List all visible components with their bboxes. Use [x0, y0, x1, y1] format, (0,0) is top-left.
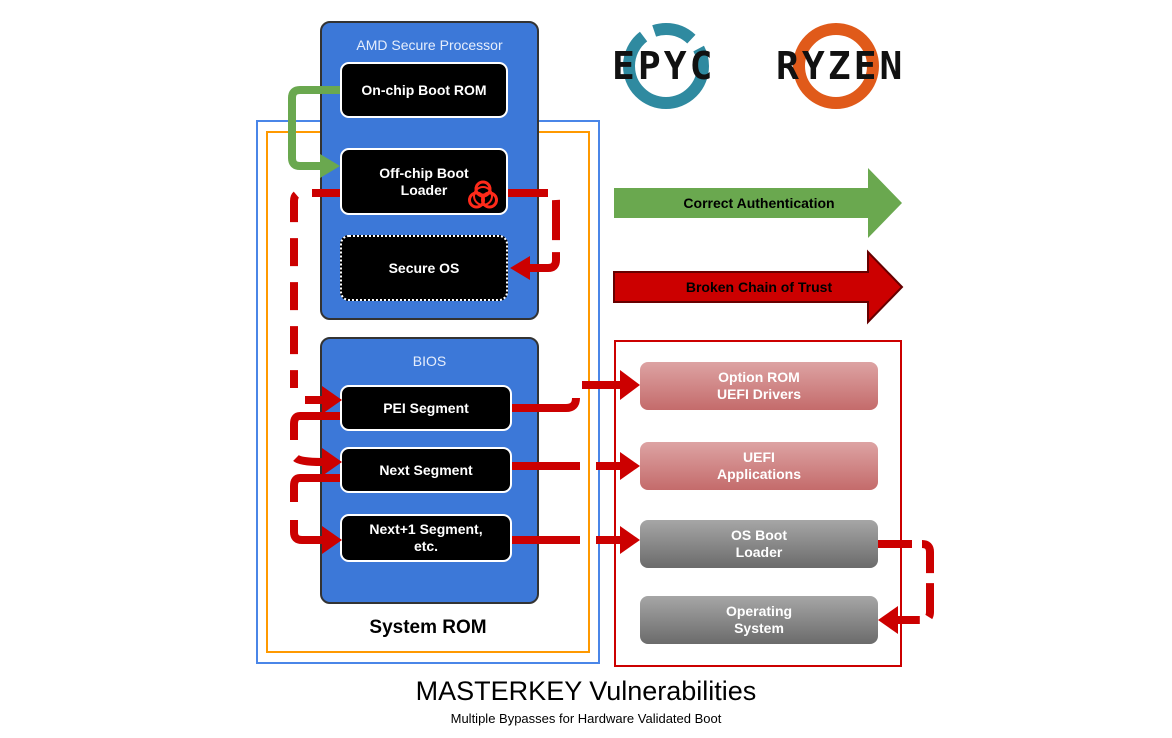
legend-correct-arrow	[614, 168, 902, 238]
operating-system-line2: System	[734, 620, 784, 636]
uefi-apps-line1: UEFI	[743, 449, 775, 465]
red-arrowhead-next	[322, 448, 342, 476]
red-connector-next1-in	[290, 520, 322, 544]
diagram-title: MASTERKEY Vulnerabilities	[415, 676, 757, 706]
biohazard-icon	[466, 178, 500, 212]
red-connector-pei-to-next	[290, 412, 340, 440]
off-chip-boot-loader-label: Off-chip Boot Loader	[379, 164, 469, 198]
red-arrowhead-os-loader	[620, 526, 640, 554]
red-dashed-connector-left	[290, 189, 340, 388]
red-connector-next-in	[293, 454, 323, 466]
system-rom-label: System ROM	[369, 617, 487, 638]
secure-os-block: Secure OS	[340, 235, 508, 301]
os-boot-loader-line1: OS Boot	[731, 527, 787, 543]
red-connector-pei-to-option-rom	[512, 397, 580, 412]
red-arrowhead-secure-os	[510, 256, 530, 280]
option-rom-line2: UEFI Drivers	[716, 386, 802, 402]
legend-broken-arrow	[613, 249, 904, 325]
next-plus-one-segment-block: Next+1 Segment, etc.	[340, 514, 512, 562]
os-boot-loader-line2: Loader	[735, 544, 783, 560]
epyc-logo-ring	[623, 23, 709, 109]
untrusted-components-panel	[614, 340, 902, 667]
diagram-subtitle: Multiple Bypasses for Hardware Validated…	[450, 711, 722, 726]
green-arrowhead	[320, 154, 340, 178]
red-arrowhead-os	[878, 606, 898, 634]
operating-system-line1: Operating	[725, 603, 793, 619]
on-chip-boot-rom-block: On-chip Boot ROM	[340, 62, 508, 118]
red-connector-loader-to-os	[878, 540, 934, 624]
red-arrowhead-next1	[322, 526, 342, 554]
bios-title: BIOS	[412, 353, 447, 369]
red-arrowhead-uefi-apps	[620, 452, 640, 480]
uefi-apps-line2: Applications	[716, 466, 801, 482]
ryzen-logo: RYZEN	[776, 44, 906, 88]
red-connector-next-to-next1	[290, 474, 340, 502]
green-connector	[288, 86, 340, 170]
pei-segment-block: PEI Segment	[340, 385, 512, 431]
next-segment-block: Next Segment	[340, 447, 512, 493]
ryzen-logo-ring	[793, 23, 879, 109]
legend-correct-label: Correct Authentication	[683, 195, 835, 211]
legend-broken-label: Broken Chain of Trust	[685, 279, 833, 295]
red-arrowhead-option-rom	[620, 370, 640, 400]
red-connector-to-secure-os	[508, 189, 560, 272]
option-rom-line1: Option ROM	[718, 369, 800, 385]
amd-secure-processor-title: AMD Secure Processor	[356, 37, 503, 53]
red-arrowhead-pei	[322, 386, 342, 414]
next-plus-one-segment-label: Next+1 Segment, etc.	[369, 521, 483, 554]
epyc-logo: EPYC	[612, 44, 716, 88]
